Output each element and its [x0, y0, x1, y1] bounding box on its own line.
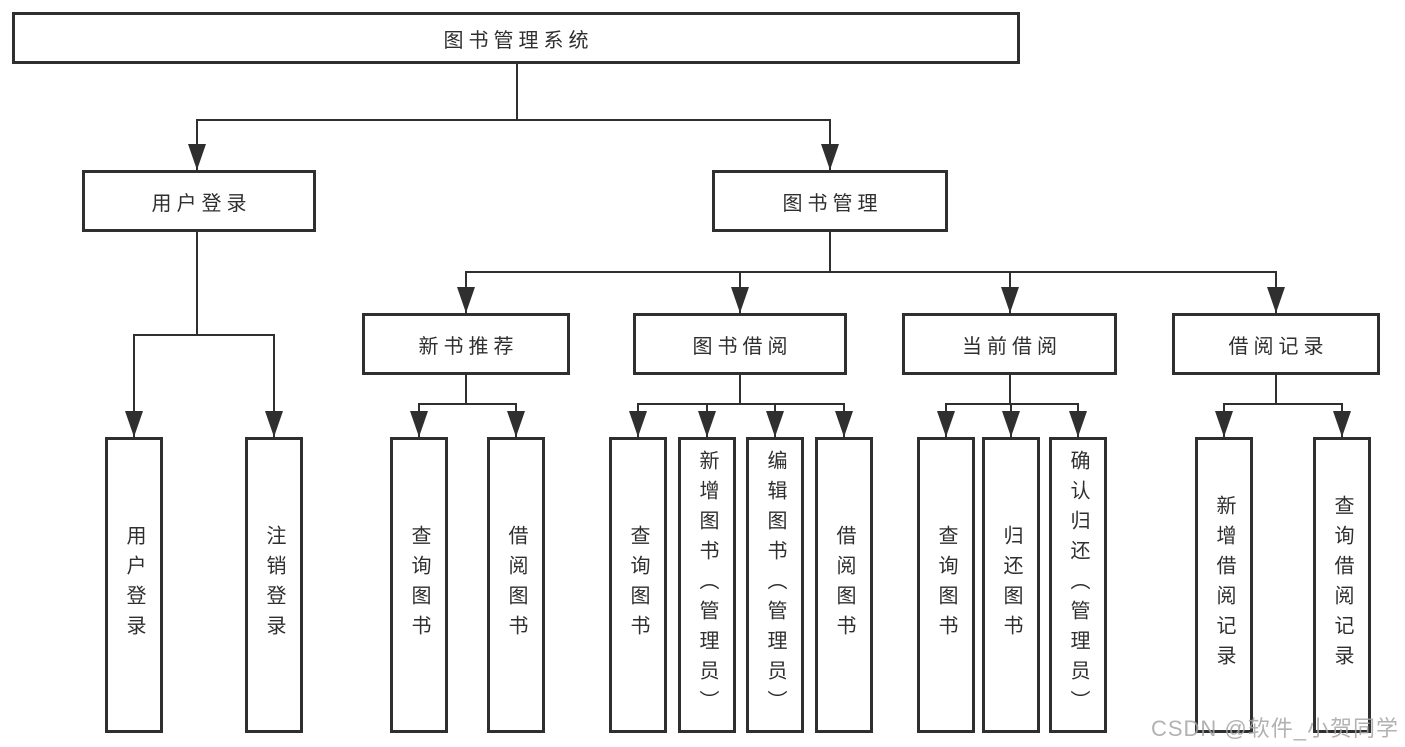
- leaf-borrow-query-books: 查询图书: [609, 437, 667, 733]
- leaf-add-borrow-record: 新增借阅记录: [1195, 437, 1253, 733]
- leaf-add-books-admin: 新增图书（管理员）: [678, 437, 736, 733]
- leaf-recommend-borrow-books: 借阅图书: [487, 437, 545, 733]
- leaf-logout: 注销登录: [245, 437, 303, 733]
- leaf-return-books: 归还图书: [982, 437, 1040, 733]
- leaf-current-query-books: 查询图书: [917, 437, 975, 733]
- node-current-borrow: 当前借阅: [902, 313, 1117, 375]
- node-user-login: 用户登录: [82, 170, 316, 232]
- leaf-user-login: 用户登录: [105, 437, 163, 733]
- node-root-library-system: 图书管理系统: [12, 12, 1020, 64]
- node-new-book-recommend: 新书推荐: [362, 313, 570, 375]
- leaf-borrow-books: 借阅图书: [815, 437, 873, 733]
- node-borrow-records: 借阅记录: [1172, 313, 1380, 375]
- leaf-query-borrow-record: 查询借阅记录: [1313, 437, 1371, 733]
- leaf-confirm-return-admin: 确认归还（管理员）: [1049, 437, 1107, 733]
- node-book-borrow: 图书借阅: [633, 313, 847, 375]
- node-book-management: 图书管理: [712, 170, 948, 232]
- leaf-recommend-query-books: 查询图书: [390, 437, 448, 733]
- leaf-edit-books-admin: 编辑图书（管理员）: [746, 437, 804, 733]
